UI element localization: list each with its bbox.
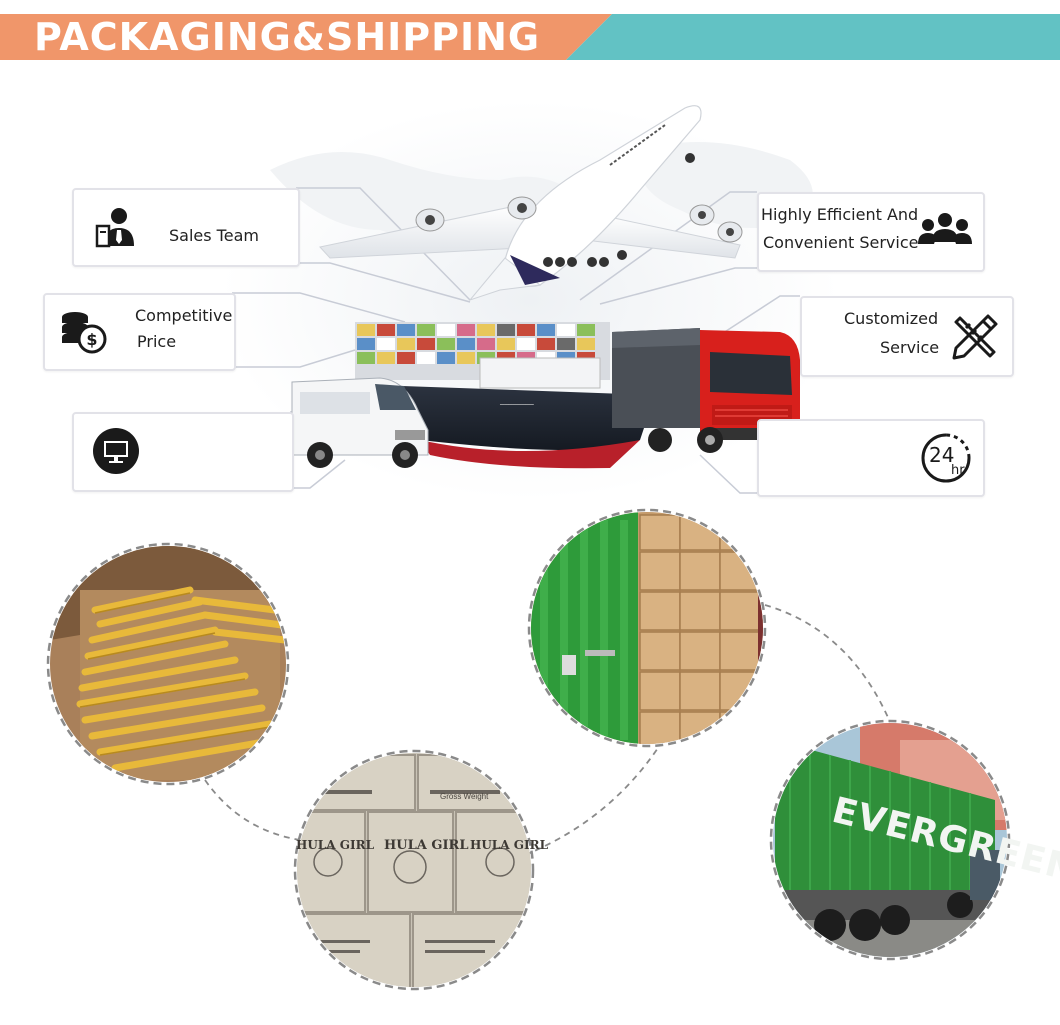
feature-card-24-hours: 24 hr: [757, 419, 985, 497]
box-brand-text-left: HULA GIRL: [296, 838, 374, 852]
customized-service-line2: Service: [880, 338, 940, 357]
feature-card-competitive-price: $ Competitive Price: [43, 293, 236, 371]
monitor-icon: [93, 428, 139, 474]
sales-team-label: Sales Team: [169, 226, 259, 245]
pencil-ruler-icon: [952, 314, 998, 360]
customized-service-line1: Customized: [844, 309, 939, 328]
section-title: PACKAGING&SHIPPING: [34, 15, 541, 59]
clock-24-icon: [921, 433, 971, 483]
svg-text:────────: ────────: [499, 401, 535, 409]
competitive-price-line2: Price: [137, 332, 177, 351]
box-brand-text-center: HULA GIRL: [384, 838, 469, 853]
coins-dollar-icon: $: [62, 312, 107, 354]
feature-card-customized-service: Customized Service: [800, 296, 1014, 377]
hours-number: 24: [929, 443, 955, 467]
user-tie-icon: [95, 208, 134, 248]
hours-unit: hr: [951, 463, 965, 478]
efficient-service-line2: Convenient Service: [763, 233, 919, 252]
feature-card-monitor: [72, 412, 294, 492]
feature-card-efficient-service: Highly Efficient And Convenient Service: [757, 192, 985, 272]
efficient-service-line1: Highly Efficient And: [761, 205, 919, 224]
users-group-icon: [918, 213, 972, 244]
box-gross-weight-text: Gross Weight: [440, 792, 489, 801]
competitive-price-line1: Competitive: [135, 306, 233, 325]
feature-card-sales-team: Sales Team: [72, 188, 300, 267]
section-banner: [0, 14, 1060, 60]
svg-text:$: $: [86, 330, 97, 349]
box-brand-text-right: HULA GIRL: [470, 838, 548, 852]
